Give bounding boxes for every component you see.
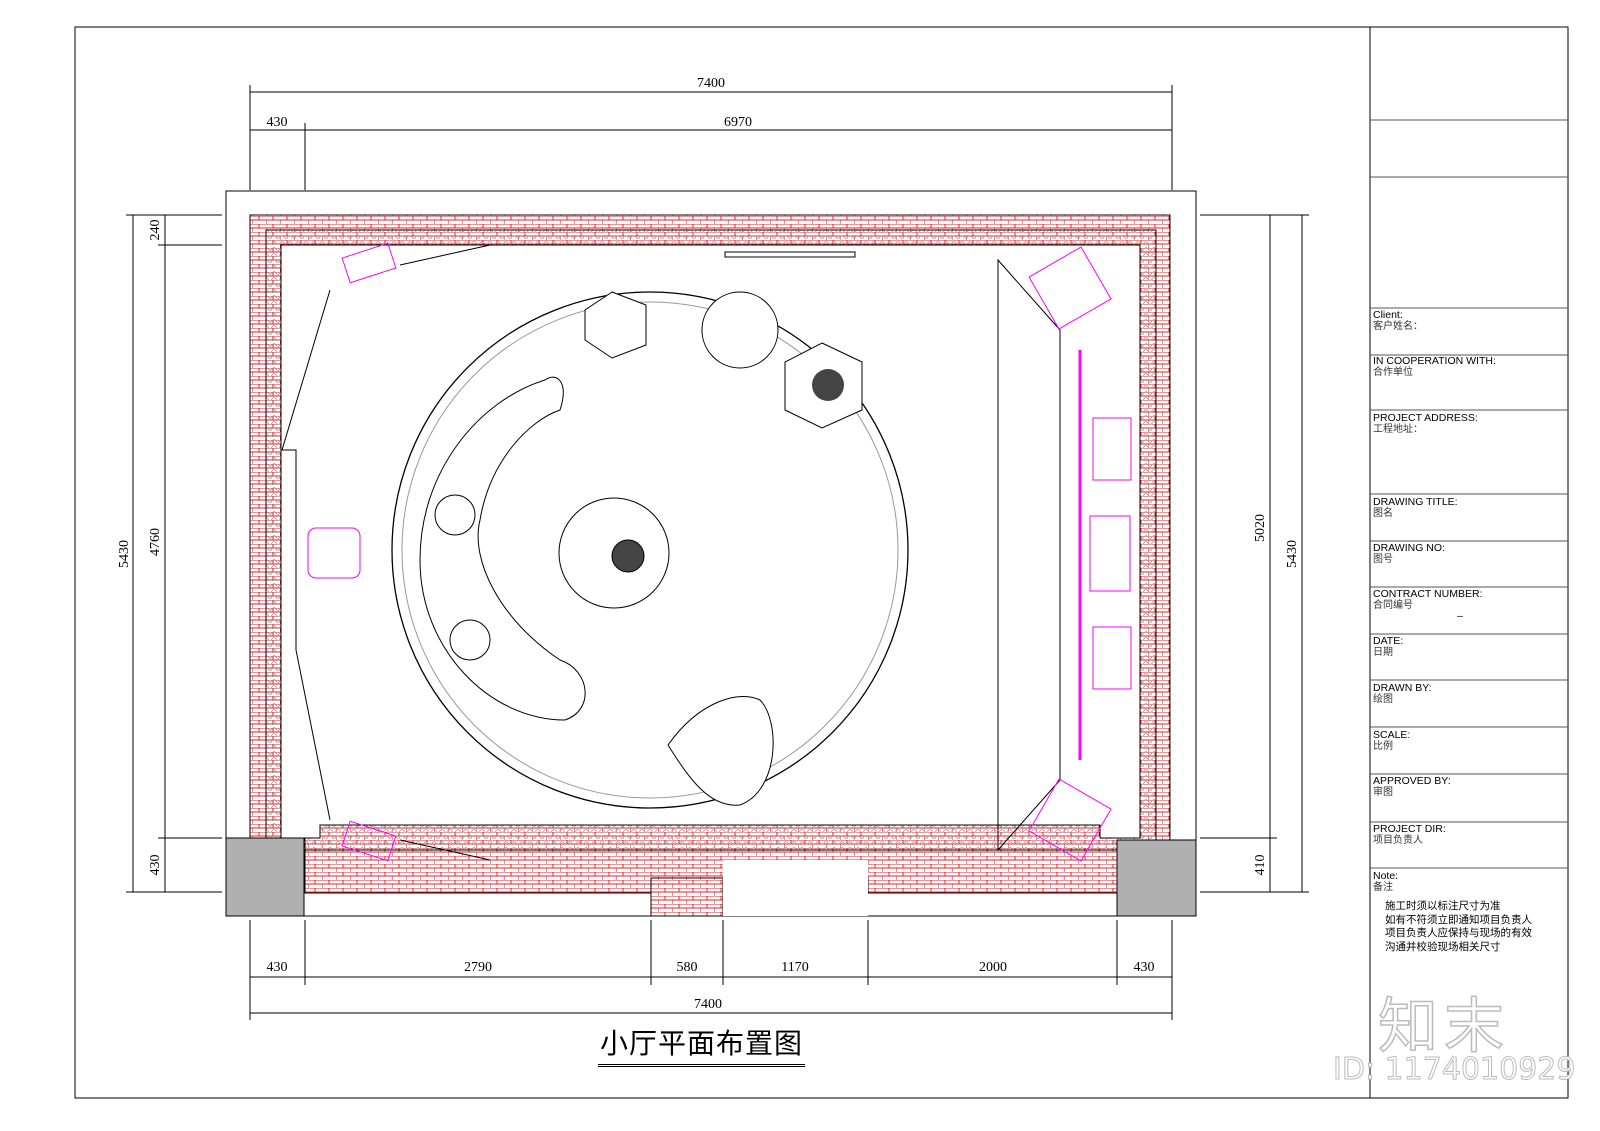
brick-pier <box>650 877 724 917</box>
side-table-bottom <box>341 820 397 862</box>
dim-bottom: 430 <box>1134 960 1155 975</box>
armchair-top <box>1028 246 1112 330</box>
title-block-rows <box>1370 119 1568 869</box>
column-right <box>1116 839 1197 917</box>
cabinet-icon <box>307 527 361 579</box>
corner-table <box>584 291 647 359</box>
tv-panel-2 <box>1089 515 1131 592</box>
column-left <box>225 837 305 917</box>
side-stool-2 <box>449 619 491 661</box>
tb-scale: SCALE:比例 <box>1373 729 1411 753</box>
dim-top-right: 6970 <box>724 115 752 130</box>
dim-left-inner: 4760 <box>148 528 163 556</box>
tb-address: PROJECT ADDRESS:工程地址： <box>1373 412 1478 436</box>
tb-drawing-no: DRAWING NO:图号 <box>1373 542 1445 566</box>
dim-bottom-total: 7400 <box>694 997 722 1012</box>
dimension-lines <box>126 85 1309 1020</box>
hex-table-plant <box>812 369 844 401</box>
tb-project-dir: PROJECT DIR:项目负责人 <box>1373 823 1446 847</box>
sheet-border <box>74 26 1569 1099</box>
watermark-logo: 知末 <box>1377 991 1510 1063</box>
watermark-id: ID: 1174010929 <box>1332 1052 1576 1088</box>
dim-left-outer: 5430 <box>117 540 132 568</box>
side-table-top <box>341 242 397 284</box>
tb-drawn-by: DRAWN BY:绘图 <box>1373 682 1432 706</box>
tv-panel-1 <box>1092 417 1132 481</box>
dim-right-inner: 5020 <box>1253 514 1268 542</box>
dim-bottom: 2790 <box>464 960 492 975</box>
dim-left-inner: 430 <box>148 855 163 876</box>
round-rug <box>391 291 909 809</box>
side-stool-1 <box>434 494 476 536</box>
lounge-chair <box>701 291 779 369</box>
tb-drawing-title: DRAWING TITLE:图名 <box>1373 496 1458 520</box>
dimension-labels: 7400 430 6970 430 2790 580 1170 2000 430… <box>117 76 1300 1012</box>
dim-bottom: 580 <box>677 960 698 975</box>
tb-approved: APPROVED BY:审图 <box>1373 775 1451 799</box>
dim-bottom: 430 <box>267 960 288 975</box>
dim-left-inner: 240 <box>148 220 163 241</box>
tv-panel-3 <box>1092 626 1132 690</box>
accent-chair <box>667 696 774 806</box>
tb-note: Note:备注 <box>1373 870 1399 894</box>
round-rug-inner <box>401 301 899 799</box>
decor-plant <box>611 539 645 573</box>
dim-top-left: 430 <box>267 115 288 130</box>
curtain-track <box>724 251 856 258</box>
dim-right-outer: 5430 <box>1285 540 1300 568</box>
doorway <box>723 860 868 916</box>
dim-right-inner: 410 <box>1253 855 1268 876</box>
drawing-title: 小厅平面布置图 <box>598 1022 806 1067</box>
tb-date: DATE:日期 <box>1373 635 1404 659</box>
tb-client: Client:客户姓名： <box>1373 309 1423 333</box>
dim-bottom: 1170 <box>781 960 808 975</box>
tb-cooperation: IN COOPERATION WITH:合作单位 <box>1373 355 1496 379</box>
left-panels <box>281 244 491 861</box>
dim-top-total: 7400 <box>697 76 725 91</box>
notes: 施工时须以标注尺寸为准如有不符须立即通知项目负责人项目负责人应保持与现场的有效沟… <box>1385 900 1532 953</box>
dim-bottom: 2000 <box>979 960 1007 975</box>
armchair-bottom <box>1028 778 1112 862</box>
tb-contract: CONTRACT NUMBER:合同编号– <box>1373 588 1483 622</box>
